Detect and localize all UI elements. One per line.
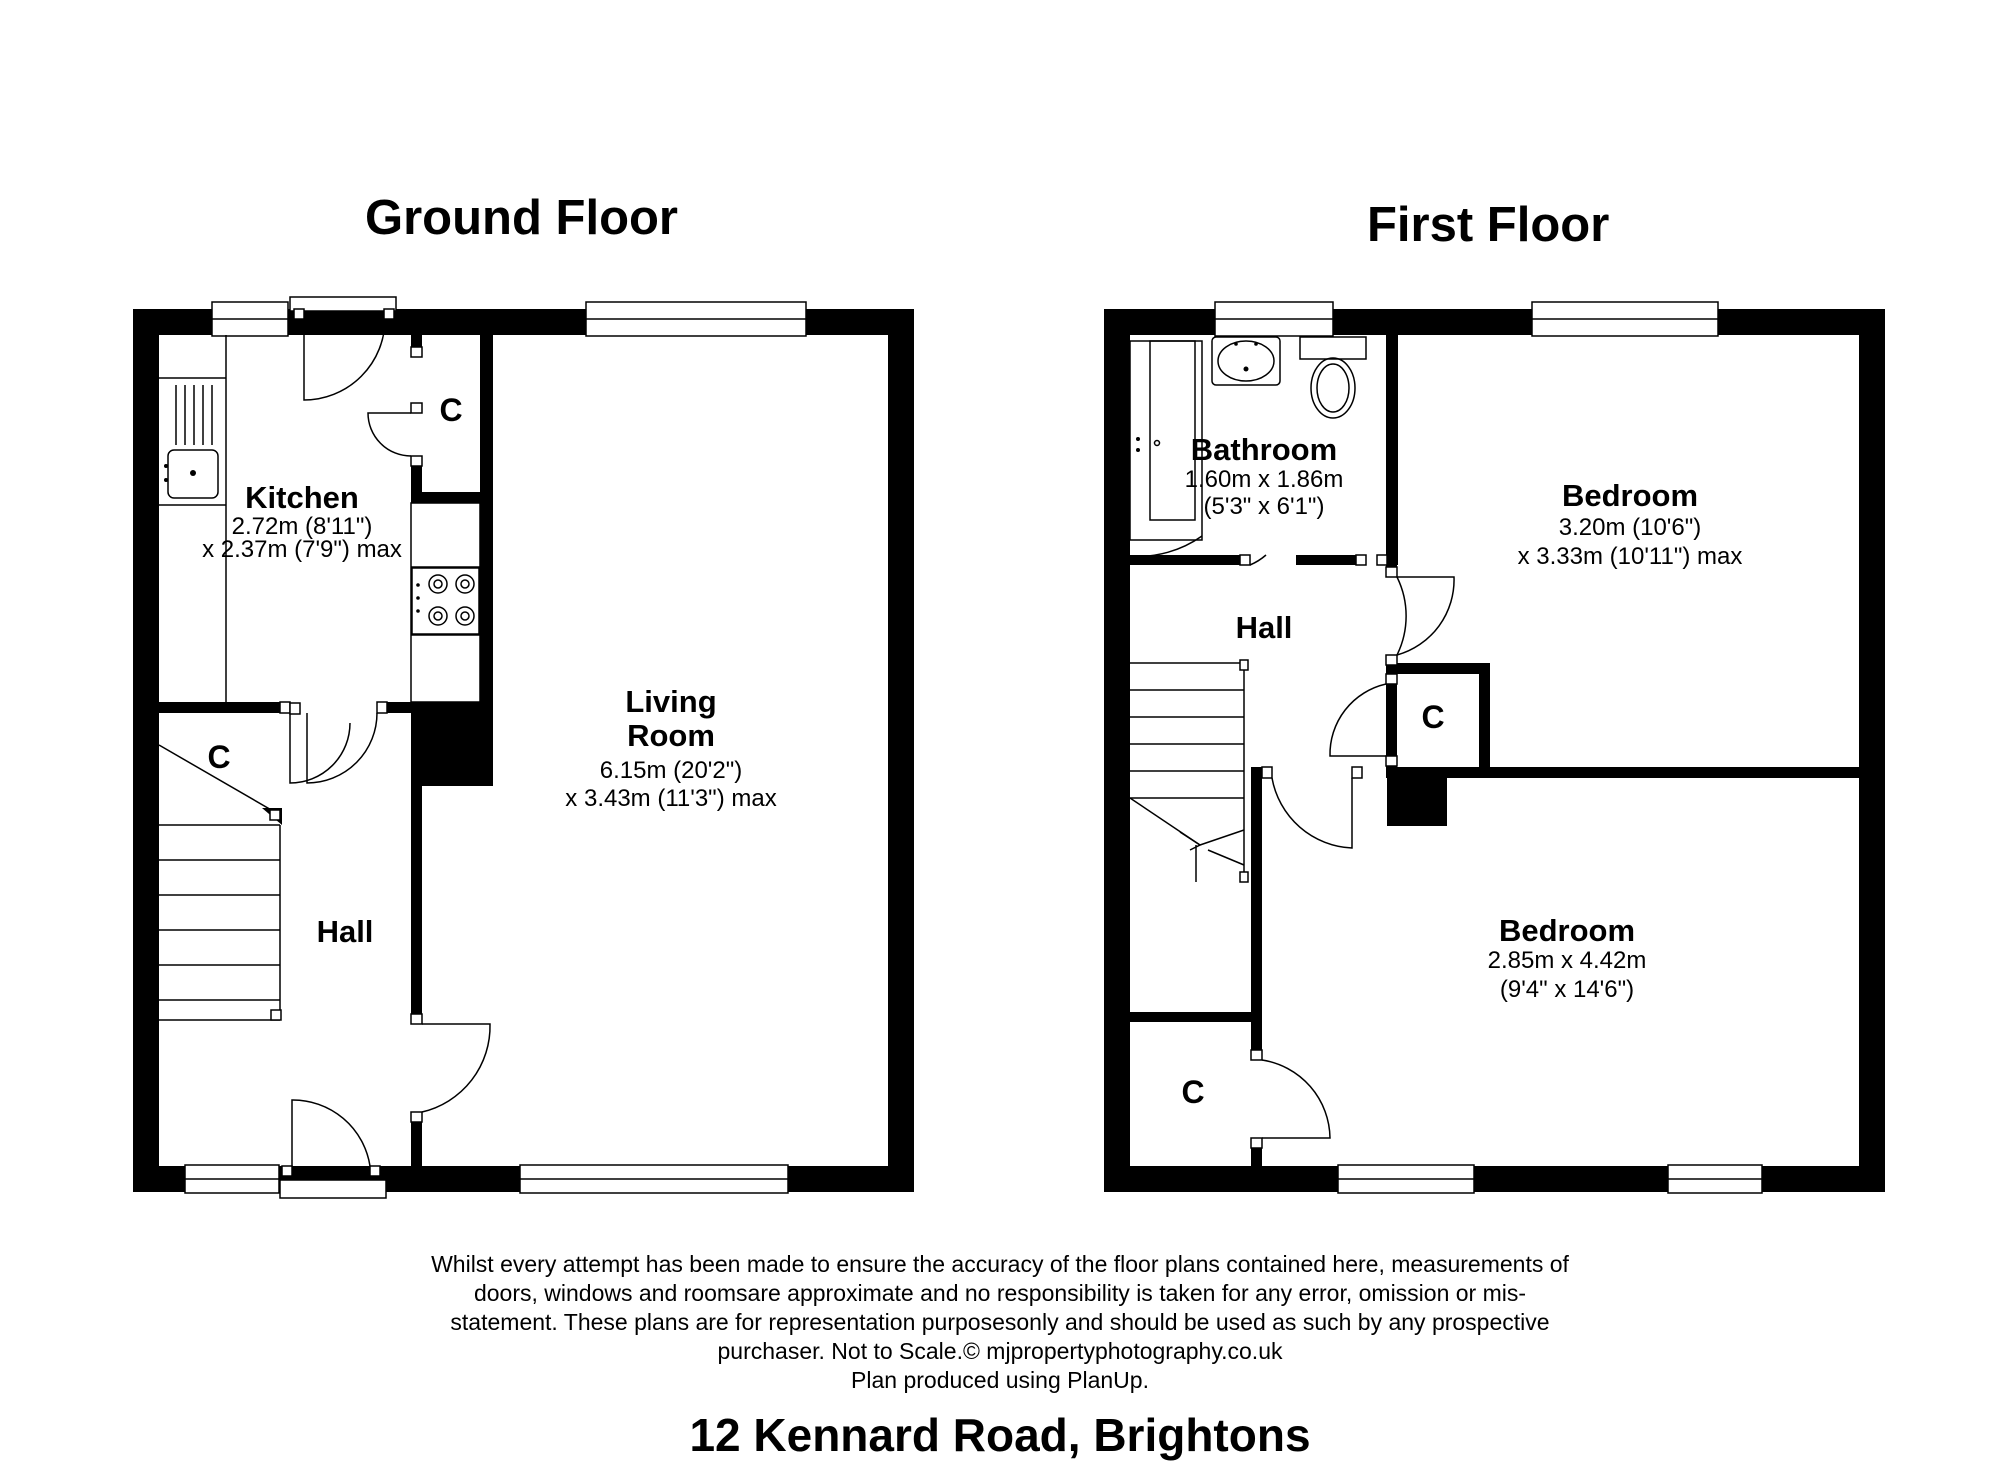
landing-cupboard-label: C [1181,1074,1204,1110]
first-outer-wall-left [1104,309,1130,1192]
bedroom2-dimension-1: 2.85m x 4.42m [1488,947,1647,974]
cupboard-wall [411,492,493,503]
bedroom2-chimney [1387,778,1447,826]
hall-bedroom2-wall [1251,767,1262,1022]
back-door-swing [303,318,386,401]
disclaimer-line: Plan produced using PlanUp. [851,1367,1149,1393]
front-door-frame [279,1179,387,1199]
ground-floor-plan: C [133,296,914,1199]
kitchen-hall-wall [159,702,280,713]
ground-floor-stairs [159,824,282,1021]
bedroom1-left-wall-lower [1386,665,1397,767]
first-floor-title: First Floor [1367,198,1610,252]
bathroom-dimension-2: (5'3" x 6'1") [1204,493,1325,520]
kitchen-hall-wall-2 [387,702,493,713]
understairs-door-swing [289,713,351,784]
kitchen-cupboard-label: C [439,392,462,428]
washbasin-icon [1211,336,1281,386]
front-door-swing [291,1099,371,1167]
kitchen-cupboard-door-swing [367,412,412,457]
kitchen-label: Kitchen [245,480,359,515]
landing-cupboard-wall-lower [1251,1138,1262,1166]
landing-cupboard-door-swing [1261,1059,1331,1139]
disclaimer-line: doors, windows and roomsare approximate … [473,1280,1527,1306]
bedroom1-cupboard-wall-top [1397,663,1490,674]
bedroom1-label: Bedroom [1562,478,1698,513]
bedroom2-dimension-2: (9'4" x 14'6") [1500,976,1634,1003]
first-outer-wall-bottom [1104,1166,1885,1192]
living-room-door-swing [421,1023,491,1113]
bedroom1-cupboard-door-swing [1329,683,1387,757]
bedroom1-dimension-2: x 3.33m (10'11") max [1518,543,1743,570]
chimney-breast [411,711,493,786]
first-floor-plan: C C Bathroom 1.60m x 1.86m [1104,301,1885,1194]
bedroom1-dimension-1: 3.20m (10'6") [1559,514,1702,541]
living-room-lower-wall [411,711,422,1014]
property-address: 12 Kennard Road, Brightons [689,1409,1311,1461]
cupboard-wall-side [411,335,422,347]
kitchen-dimension-1: 2.72m (8'11") [232,513,373,540]
bedroom1-door-swing [1396,576,1407,656]
bedroom2-label: Bedroom [1499,913,1635,948]
living-room-label-line1: Living [625,684,716,719]
toilet-icon [1299,336,1367,419]
ground-floor-title: Ground Floor [365,191,678,245]
bathroom-bottom-wall-2 [1296,555,1356,565]
ground-hall-label: Hall [317,914,374,949]
disclaimer-line: statement. These plans are for represent… [450,1309,1550,1335]
disclaimer: Whilst every attempt has been made to en… [340,1250,1660,1395]
hall-bottom-wall [1130,1012,1251,1022]
living-room-label-line2: Room [627,718,715,753]
sink-icon [164,449,219,499]
bath-icon [1129,340,1203,558]
landing-cupboard-wall [1251,1022,1262,1060]
bedroom2-door-swing [1271,777,1353,849]
drainer-icon [175,385,213,445]
bedroom-divider-wall [1386,767,1859,778]
living-room-dimension-1: 6.15m (20'2") [600,757,743,784]
first-outer-wall-right [1859,309,1885,1192]
floor-plan-drawing: C [133,296,1885,1199]
back-door-frame [289,296,397,312]
disclaimer-line: purchaser. Not to Scale.© mjpropertyphot… [717,1338,1283,1364]
ground-outer-wall-right [888,309,914,1192]
bathroom-dimension-1: 1.60m x 1.86m [1185,466,1344,493]
first-hall-label: Hall [1236,610,1293,645]
first-floor-stairs [1129,659,1249,883]
understairs-cupboard-label: C [207,739,230,775]
ground-outer-wall-left [133,309,159,1192]
kitchen-dimension-2: x 2.37m (7'9") max [202,536,402,563]
kitchen-door-swing [306,712,378,784]
hob-icon [410,502,481,703]
disclaimer-line: Whilst every attempt has been made to en… [431,1251,1569,1277]
bathroom-label: Bathroom [1191,432,1337,467]
living-room-left-wall [480,335,493,711]
living-room-wall-stub [411,1122,422,1166]
bedroom1-left-wall [1386,335,1397,567]
bedroom1-cupboard-label: C [1421,699,1444,735]
living-room-dimension-2: x 3.43m (11'3") max [565,785,776,812]
bathroom-bottom-wall [1130,555,1240,565]
bathroom-door-swing [1249,554,1267,566]
bedroom1-cupboard-wall-right [1479,663,1490,773]
